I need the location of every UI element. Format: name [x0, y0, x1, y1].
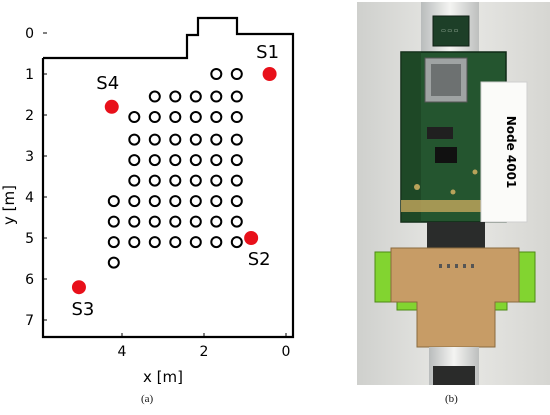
- column-marker: [169, 195, 182, 208]
- column-marker: [210, 174, 223, 187]
- x-tick-label: 2: [200, 344, 209, 360]
- column-marker: [148, 111, 161, 124]
- column-marker: [107, 256, 120, 269]
- column-marker: [128, 195, 141, 208]
- column-marker: [189, 236, 202, 249]
- column-marker: [230, 68, 243, 80]
- sensor-marker: [71, 280, 86, 295]
- column-marker: [148, 154, 161, 167]
- antenna-module: [432, 15, 470, 47]
- sensor-label: S3: [72, 299, 95, 320]
- column-marker: [210, 215, 223, 228]
- microcontroller-chip: [435, 147, 457, 163]
- column-marker: [210, 111, 223, 124]
- column-marker: [128, 174, 141, 187]
- sensor-marker: [104, 99, 119, 114]
- sensor-node-photo: ▭ ▭ ▭ Node 4001: [357, 2, 550, 385]
- small-chip: [427, 127, 453, 139]
- column-marker: [189, 111, 202, 124]
- column-marker: [210, 195, 223, 208]
- column-marker: [230, 174, 243, 187]
- column-marker: [128, 215, 141, 228]
- pipe-base: [433, 366, 475, 385]
- node-label-sticker: [480, 81, 528, 223]
- column-marker: [128, 133, 141, 146]
- node-label: Node 4001: [504, 116, 518, 189]
- x-tick-label: 0: [282, 344, 291, 360]
- sensor-marker: [262, 67, 277, 81]
- y-axis-label: y [m]: [0, 185, 18, 225]
- column-marker: [230, 195, 243, 208]
- y-tick-label: 6: [25, 272, 34, 288]
- column-marker: [128, 111, 141, 124]
- column-marker: [148, 195, 161, 208]
- column-marker: [169, 90, 182, 103]
- column-marker: [230, 133, 243, 146]
- pcb-via: [450, 189, 456, 195]
- x-axis-label: x [m]: [143, 368, 183, 386]
- column-marker: [189, 90, 202, 103]
- column-marker: [148, 174, 161, 187]
- y-tick-label: 5: [25, 231, 34, 247]
- column-marker: [169, 215, 182, 228]
- column-marker: [107, 236, 120, 249]
- pcb-via: [472, 169, 478, 175]
- sensor-label: S4: [96, 73, 119, 94]
- y-tick-label: 2: [25, 108, 34, 124]
- column-marker: [128, 236, 141, 249]
- caption-a: (a): [141, 393, 154, 405]
- column-marker: [107, 215, 120, 228]
- column-marker: [169, 133, 182, 146]
- column-marker: [189, 215, 202, 228]
- column-marker: [148, 90, 161, 103]
- column-marker: [107, 195, 120, 208]
- column-marker: [148, 236, 161, 249]
- x-tick-label: 4: [118, 344, 127, 360]
- column-marker: [128, 154, 141, 167]
- y-tick-label: 3: [25, 149, 34, 165]
- column-marker: [230, 236, 243, 249]
- x-axis-ticks: 4 2 0: [118, 333, 291, 360]
- column-marker: [210, 68, 223, 80]
- room-wall-upper: [43, 16, 295, 60]
- y-tick-label: 4: [25, 190, 34, 206]
- column-marker: [230, 90, 243, 103]
- column-marker: [210, 133, 223, 146]
- y-tick-label: 0: [25, 26, 34, 42]
- mounting-pipe-mid: [427, 222, 485, 248]
- sensor-label: S1: [256, 42, 279, 63]
- column-marker: [169, 154, 182, 167]
- y-tick-label: 1: [25, 67, 34, 83]
- radio-chip-die: [431, 64, 461, 96]
- column-marker: [189, 133, 202, 146]
- y-axis-ticks: 0 1 2 3 4 5 6 7: [25, 26, 47, 329]
- column-marker: [189, 174, 202, 187]
- column-marker: [189, 154, 202, 167]
- column-marker: [169, 111, 182, 124]
- column-marker: [210, 154, 223, 167]
- column-marker: [169, 174, 182, 187]
- pcb-via: [414, 184, 420, 190]
- column-marker: [148, 215, 161, 228]
- column-marker: [230, 154, 243, 167]
- column-marker: [230, 215, 243, 228]
- pcb-connector-pins: [401, 200, 506, 212]
- mount-plate: [390, 247, 520, 348]
- column-grid: [107, 68, 243, 269]
- y-tick-label: 7: [25, 313, 34, 329]
- column-marker: [210, 90, 223, 103]
- column-marker: [210, 236, 223, 249]
- plate-pins: [439, 264, 474, 268]
- column-marker: [230, 111, 243, 124]
- caption-b: (b): [445, 393, 458, 405]
- antenna-module-marking: ▭ ▭ ▭: [441, 28, 459, 34]
- column-marker: [189, 195, 202, 208]
- sensor-label: S2: [248, 249, 271, 270]
- sensor-marker: [244, 231, 259, 245]
- column-marker: [148, 133, 161, 146]
- column-marker: [169, 236, 182, 249]
- pcb-shadow: [401, 52, 421, 222]
